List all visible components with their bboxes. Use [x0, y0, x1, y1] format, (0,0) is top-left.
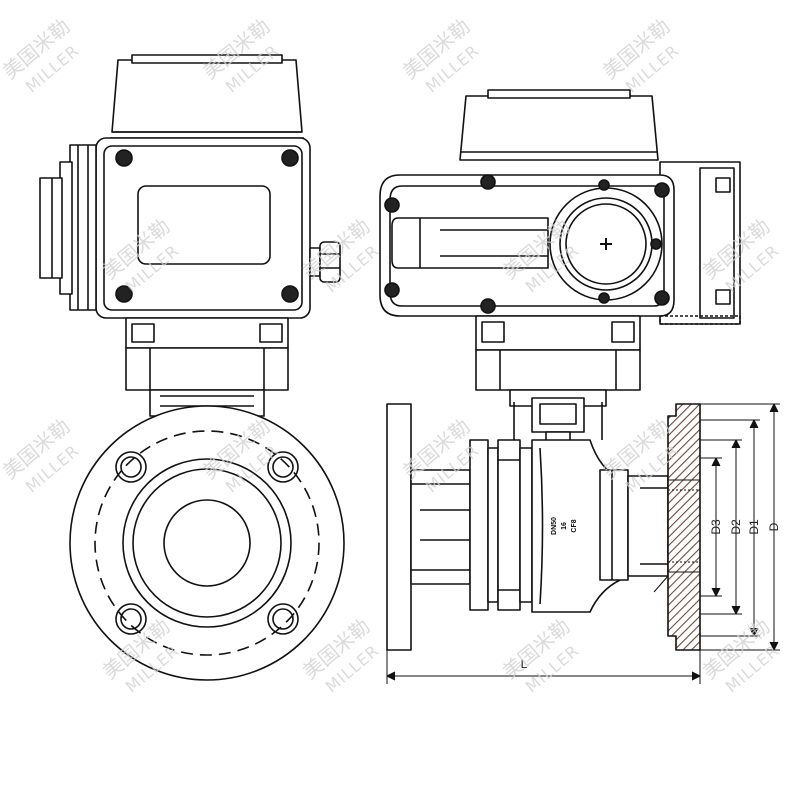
left-flange-face — [69, 405, 345, 681]
right-valve-body — [386, 403, 701, 651]
body-marking-size: DN50 — [551, 517, 558, 535]
left-actuator — [39, 54, 341, 417]
dim-label-d3: D3 — [709, 519, 723, 535]
dim-label-l: L — [521, 657, 528, 671]
dimension-lines — [386, 403, 780, 684]
body-marking-material: CF8 — [571, 519, 578, 532]
body-marking-pressure: 16 — [561, 522, 568, 530]
dim-label-d2: D2 — [729, 519, 743, 535]
dim-label-d: D — [767, 522, 781, 531]
dim-label-d1: D1 — [747, 519, 761, 535]
